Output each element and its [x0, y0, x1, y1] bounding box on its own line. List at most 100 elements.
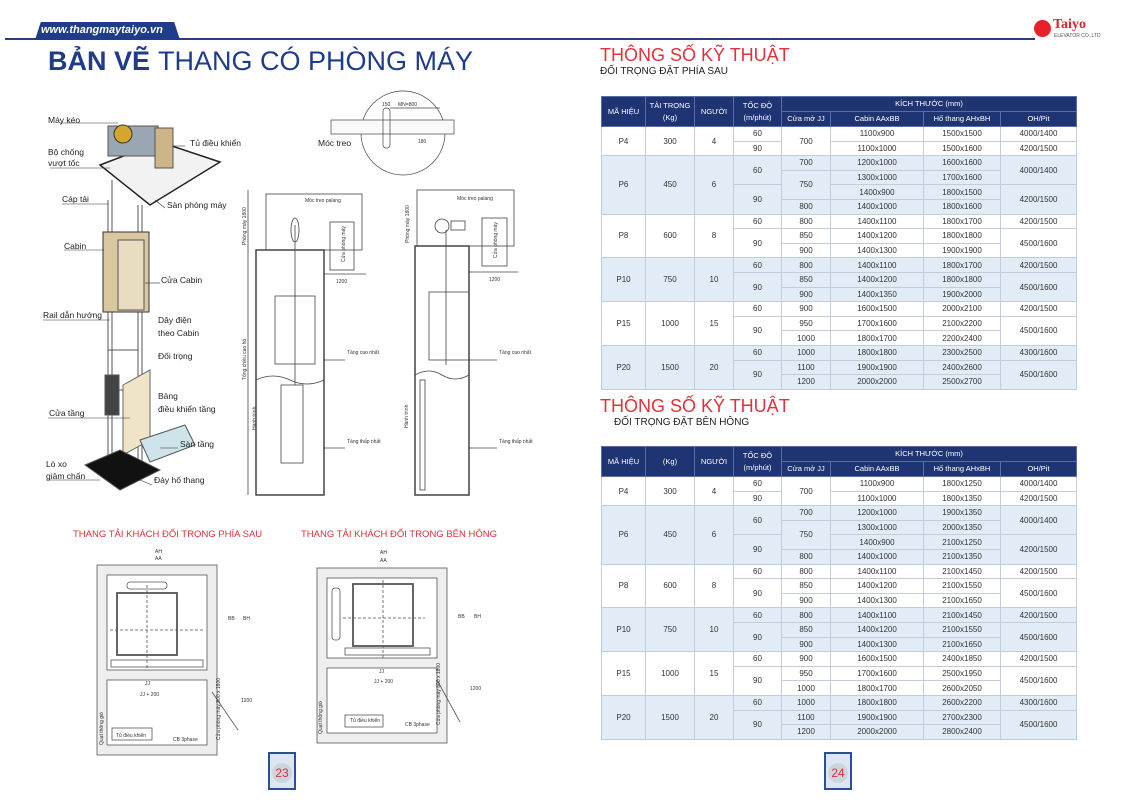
cell-code: P6 — [601, 505, 646, 565]
cell-shaft: 1800x1600 — [923, 198, 1001, 215]
cell-cabin: 1400x1100 — [830, 213, 924, 230]
cell-load: 450 — [645, 505, 695, 565]
cell-shaft: 2100x1650 — [923, 636, 1001, 653]
cell-shaft: 1800x1350 — [923, 490, 1001, 507]
label-buffer-2: giảm chấn — [46, 471, 85, 481]
plan-rear-cb: CB 3phase — [173, 737, 198, 743]
cell-door: 800 — [781, 607, 831, 623]
cell-door: 1200 — [781, 374, 831, 390]
cell-shaft: 2400x1850 — [923, 651, 1001, 667]
cell-code: P10 — [601, 607, 646, 653]
cell-shaft: 2400x2600 — [923, 359, 1001, 376]
cell-cabin: 1200x1000 — [830, 155, 924, 171]
plan-rear-bb: BB — [228, 616, 235, 622]
spec-subtitle-2: ĐỐI TRỌNG ĐẶT BÊN HÔNG — [614, 417, 750, 428]
label-1200-1: 1200 — [336, 279, 347, 285]
cell-oh_pit: 4200/1500 — [999, 651, 1078, 667]
cell-door: 1000 — [781, 330, 831, 346]
label-1200-2: 1200 — [489, 277, 500, 283]
cell-load: 600 — [645, 563, 695, 609]
cell-cabin: 1400x1300 — [830, 242, 924, 259]
cell-door: 900 — [781, 651, 831, 667]
cell-persons: 6 — [694, 155, 734, 215]
cell-speed: 90 — [733, 228, 782, 259]
cell-door: 1200 — [781, 724, 831, 740]
header-code: MÃ HIỆU — [601, 96, 646, 127]
plan-rear-jj200: JJ + 200 — [140, 692, 159, 698]
page-number-text: 24 — [828, 763, 848, 783]
cell-speed: 90 — [733, 359, 782, 390]
cell-oh_pit: 4200/1500 — [999, 490, 1078, 507]
cell-persons: 15 — [694, 301, 734, 346]
cell-cabin: 1700x1600 — [830, 665, 924, 682]
header-load: (Kg) — [645, 446, 695, 477]
label-bottom-floor-2: Tầng thấp nhất — [499, 439, 533, 445]
elevator-drawings: Máy kéo Tủ điều khiển Bộ chống vượt tốc … — [43, 90, 533, 756]
cell-oh_pit: 4500/1600 — [999, 228, 1078, 259]
cell-shaft: 1700x1600 — [923, 169, 1001, 186]
cell-cabin: 1400x1200 — [830, 228, 924, 244]
label-travel-2: Hành trình — [404, 404, 410, 428]
cell-oh_pit: 4500/1600 — [999, 359, 1078, 390]
label-landing-panel: Bảng — [158, 391, 178, 401]
website-tab[interactable]: www.thangmaytaiyo.vn — [35, 22, 180, 40]
cell-code: P8 — [601, 563, 646, 609]
cell-oh_pit: 4000/1400 — [999, 476, 1078, 492]
cell-cabin: 2000x2000 — [830, 374, 924, 390]
header-oh_pit: OH/Pit — [999, 111, 1078, 127]
cell-cabin: 1600x1500 — [830, 651, 924, 667]
plan-side-bh: BH — [474, 614, 481, 620]
cell-code: P15 — [601, 651, 646, 696]
cell-door: 900 — [781, 242, 831, 259]
header-load: TẢI TRỌNG (Kg) — [645, 96, 695, 127]
cell-oh_pit: 4200/1500 — [999, 607, 1078, 623]
cell-door: 1100 — [781, 359, 831, 376]
cell-cabin: 1400x900 — [830, 534, 924, 550]
cell-door: 750 — [781, 169, 831, 200]
cell-shaft: 2100x1450 — [923, 607, 1001, 623]
plan-side-jj: JJ — [379, 669, 385, 675]
plan-side-aa: AA — [380, 558, 387, 564]
cell-load: 300 — [645, 125, 695, 157]
cell-shaft: 2100x1650 — [923, 592, 1001, 609]
cell-door: 850 — [781, 271, 831, 288]
cell-code: P4 — [601, 125, 646, 157]
cell-persons: 10 — [694, 257, 734, 303]
cell-code: P15 — [601, 301, 646, 346]
plan-title-side: THANG TẢI KHÁCH ĐỐI TRỌNG BÊN HÔNG — [301, 528, 497, 540]
label-traction-machine: Máy kéo — [48, 115, 80, 125]
cell-cabin: 1100x1000 — [830, 490, 924, 507]
cell-speed: 90 — [733, 709, 782, 740]
plan-rear-bh: BH — [243, 616, 250, 622]
cell-persons: 6 — [694, 505, 734, 565]
website-link[interactable]: www.thangmaytaiyo.vn — [41, 24, 163, 36]
cell-speed: 60 — [733, 607, 782, 623]
plan-side-counterweight — [316, 567, 461, 744]
label-guide-rail: Rail dẫn hướng — [43, 310, 102, 320]
plan-side-fan: Quạt thông gió — [318, 701, 324, 734]
cell-persons: 8 — [694, 563, 734, 609]
cell-door: 700 — [781, 505, 831, 521]
cell-oh_pit: 4500/1600 — [999, 315, 1078, 346]
cell-door: 700 — [781, 155, 831, 171]
cell-oh_pit: 4000/1400 — [999, 155, 1078, 186]
cell-cabin: 1800x1800 — [830, 694, 924, 711]
cell-cabin: 1600x1500 — [830, 301, 924, 317]
cell-cabin: 1100x900 — [830, 126, 924, 142]
cell-shaft: 2100x1350 — [923, 548, 1001, 565]
cell-speed: 90 — [733, 184, 782, 215]
label-machine-room-height-2: Phòng máy 1800 — [405, 205, 411, 243]
header-shaft: Hố thang AHxBH — [923, 461, 1001, 477]
label-cabin: Cabin — [64, 241, 86, 251]
label-machine-room-floor: Sàn phòng máy — [167, 200, 227, 210]
